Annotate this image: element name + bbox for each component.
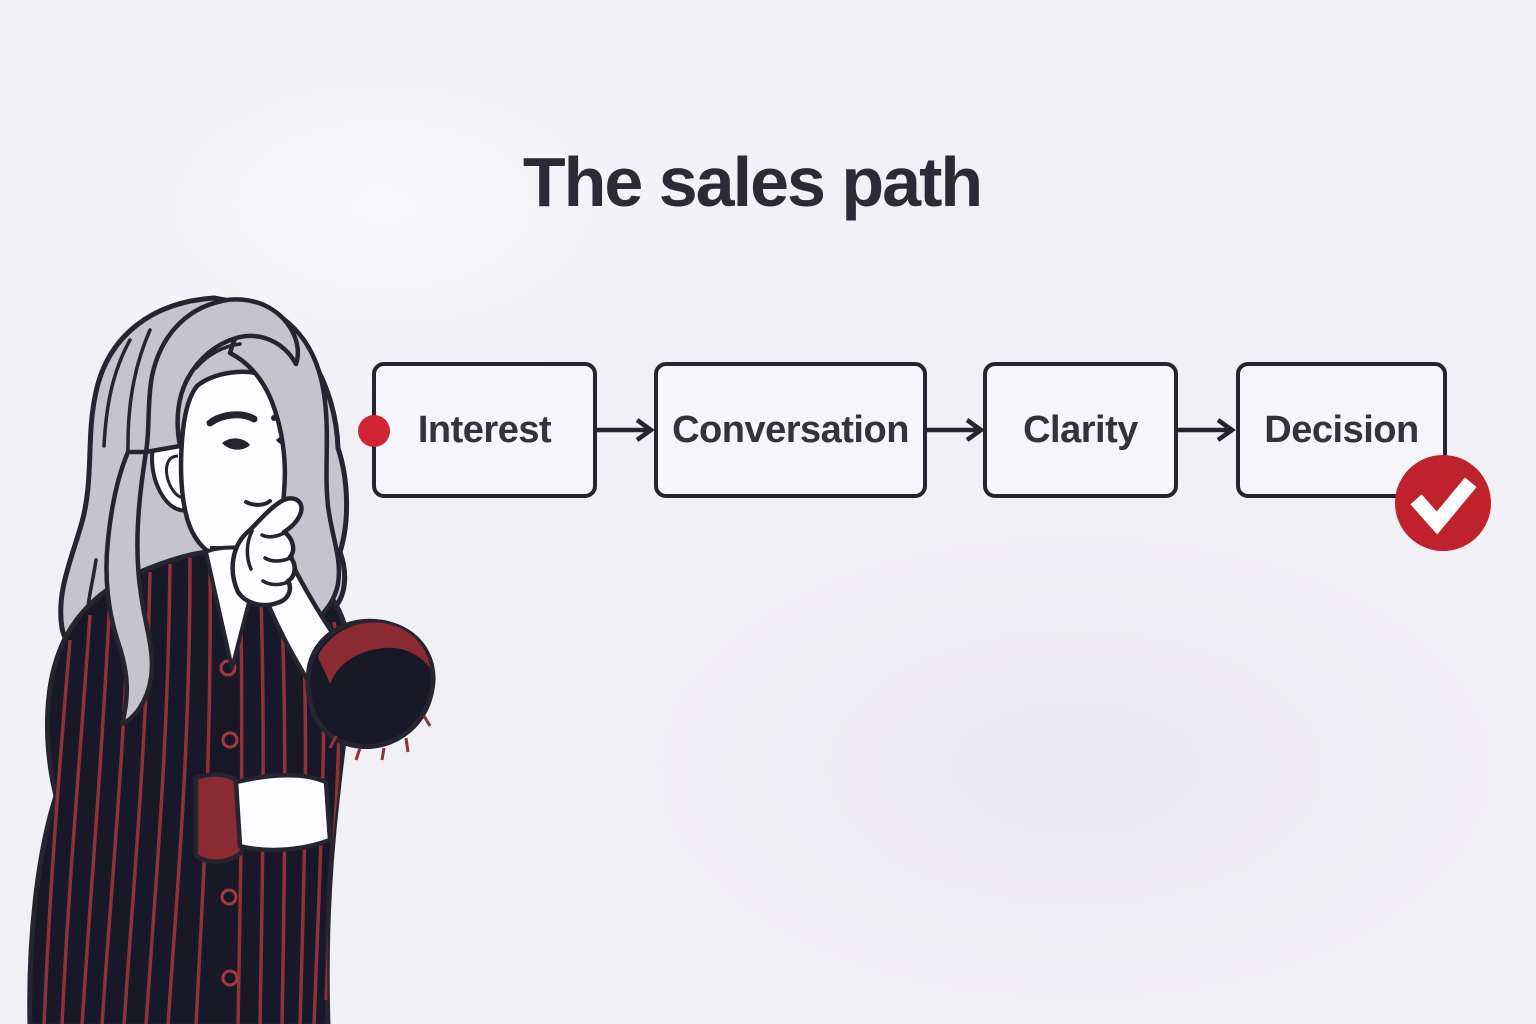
flow-step-clarity: Clarity [983,362,1178,498]
arrow-right-icon [1178,418,1236,442]
page-title: The sales path [522,142,983,221]
flow-step-conversation: Conversation [654,362,927,498]
flow-step-label: Conversation [672,408,909,451]
flow-step-label: Interest [417,408,552,451]
thinking-woman-illustration [27,295,436,1024]
arrow-right-icon [927,418,985,442]
check-icon [1410,477,1477,535]
arrow-right-icon [597,418,655,442]
decision-check-badge [1395,455,1491,551]
flow-step-label: Decision [1264,408,1419,451]
flow-step-label: Clarity [1023,408,1138,451]
flow-step-interest: Interest [372,362,597,498]
start-marker-dot [358,415,390,447]
